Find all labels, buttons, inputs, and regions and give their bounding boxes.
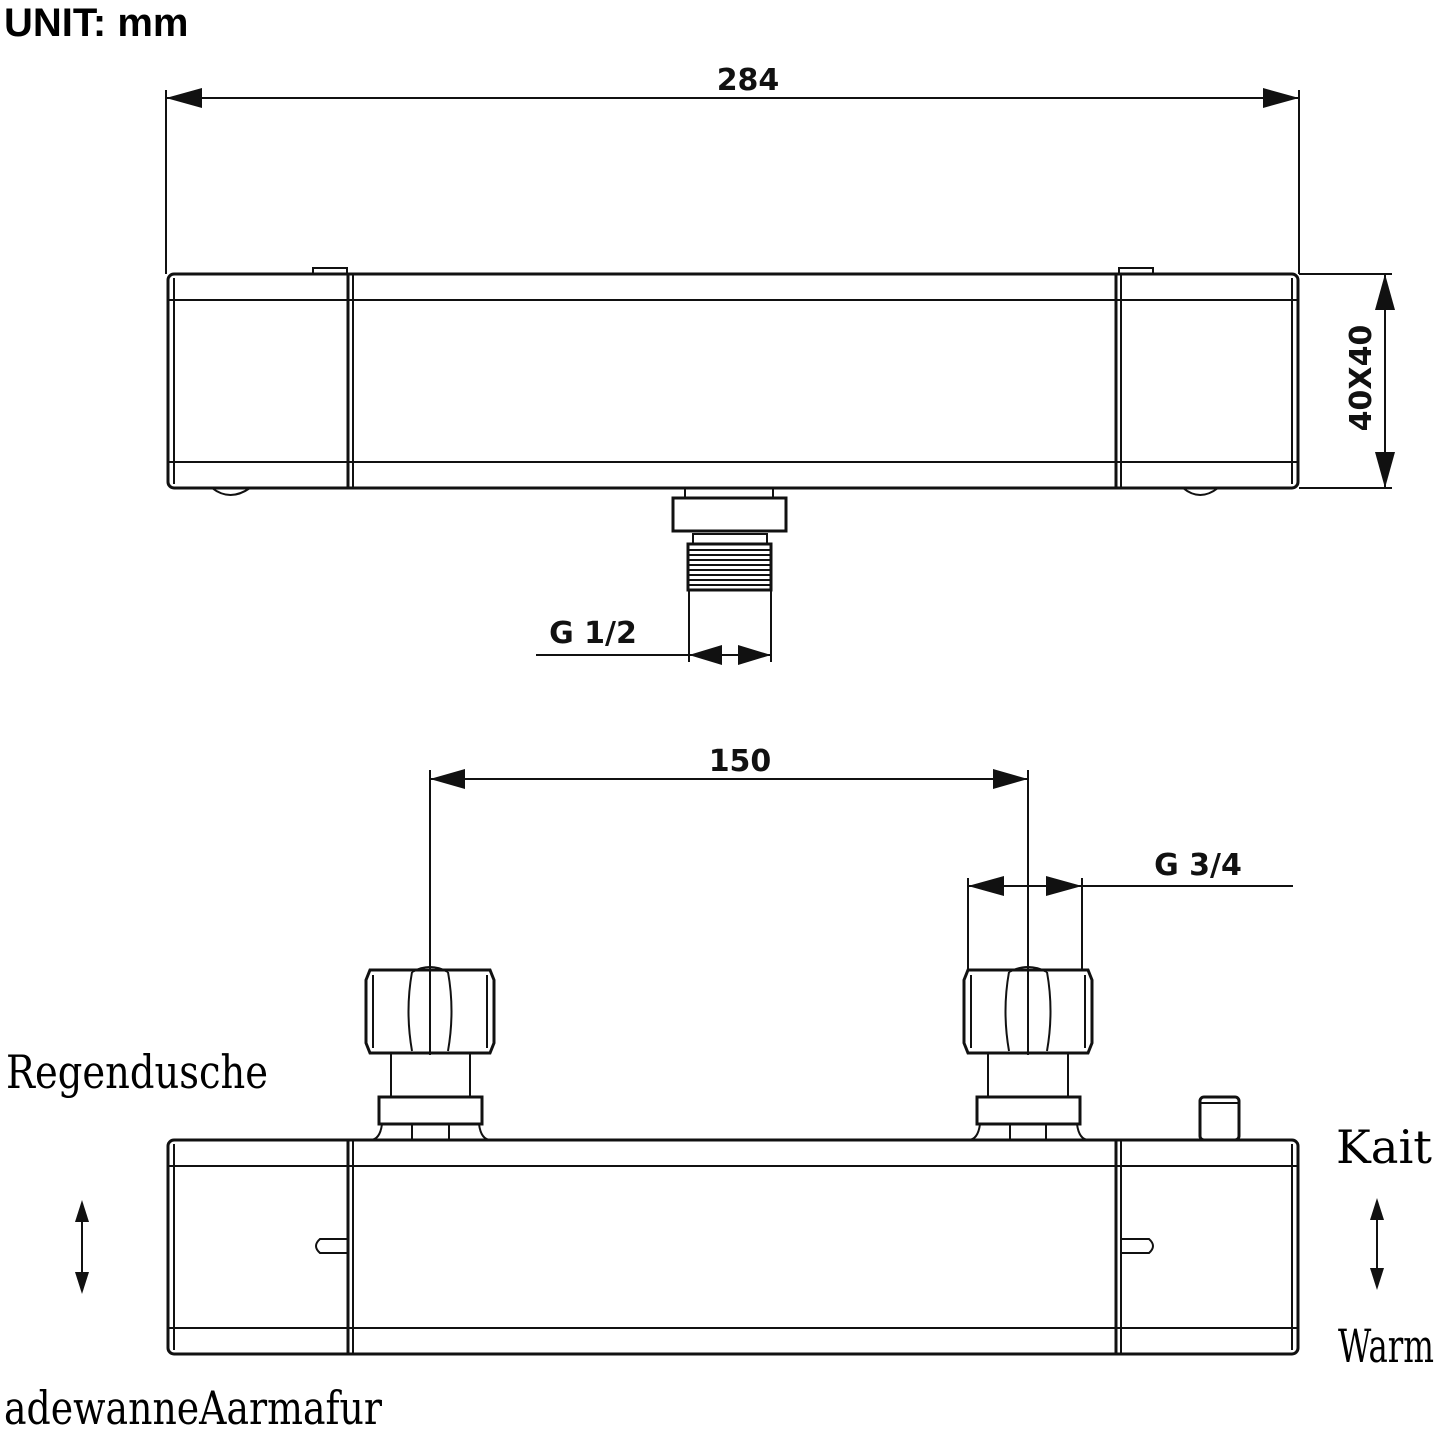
section-value: 40X40 [1344, 325, 1379, 432]
right-double-arrow-icon [1370, 1198, 1384, 1290]
arrow-right-icon [1263, 88, 1299, 108]
inlet-thread-dimension: G 3/4 [967, 848, 1293, 970]
arrow-left-icon [166, 88, 202, 108]
overall-length-value: 284 [717, 63, 780, 98]
arrow-down-icon [1375, 452, 1395, 488]
label-rain-shower: Regendusche [6, 1045, 268, 1099]
label-cold: Kait [1336, 1120, 1433, 1174]
label-bath-mixer: adewanneAarmafur [4, 1381, 382, 1432]
inlet-spacing-value: 150 [709, 744, 772, 779]
left-inlet-connector [364, 966, 496, 1141]
front-view: 150 G 3/4 [75, 744, 1384, 1356]
top-view: 284 [165, 63, 1395, 665]
arrow-left-icon [689, 645, 722, 665]
body-bar-top-view [166, 272, 1300, 490]
arrow-left-icon [430, 769, 465, 789]
unit-label: UNIT: mm [4, 1, 188, 45]
hex-nut [962, 968, 1094, 1055]
overall-length-dimension: 284 [166, 63, 1299, 108]
arrow-up-icon [1375, 274, 1395, 310]
arrow-right-icon [993, 769, 1028, 789]
body-bar-front-view [166, 1138, 1300, 1356]
outlet-thread-value: G 1/2 [549, 616, 637, 651]
left-handle-indicator [315, 1238, 348, 1254]
safety-stop-button [1198, 1095, 1241, 1142]
left-double-arrow-icon [75, 1200, 89, 1294]
arrow-right-icon [738, 645, 771, 665]
label-warm: Warm [1338, 1319, 1434, 1373]
hex-nut [364, 968, 496, 1055]
right-handle-indicator [1121, 1238, 1154, 1254]
inlet-spacing-dimension: 150 [429, 744, 1029, 1055]
section-dimension: 40X40 [1299, 273, 1395, 489]
right-inlet-connector [962, 966, 1094, 1141]
arrow-left-icon [968, 876, 1004, 896]
arrow-right-icon [1046, 876, 1082, 896]
outlet-thread-dimension: G 1/2 [536, 590, 772, 665]
inlet-thread-value: G 3/4 [1154, 848, 1242, 883]
outlet-fitting [671, 488, 788, 592]
